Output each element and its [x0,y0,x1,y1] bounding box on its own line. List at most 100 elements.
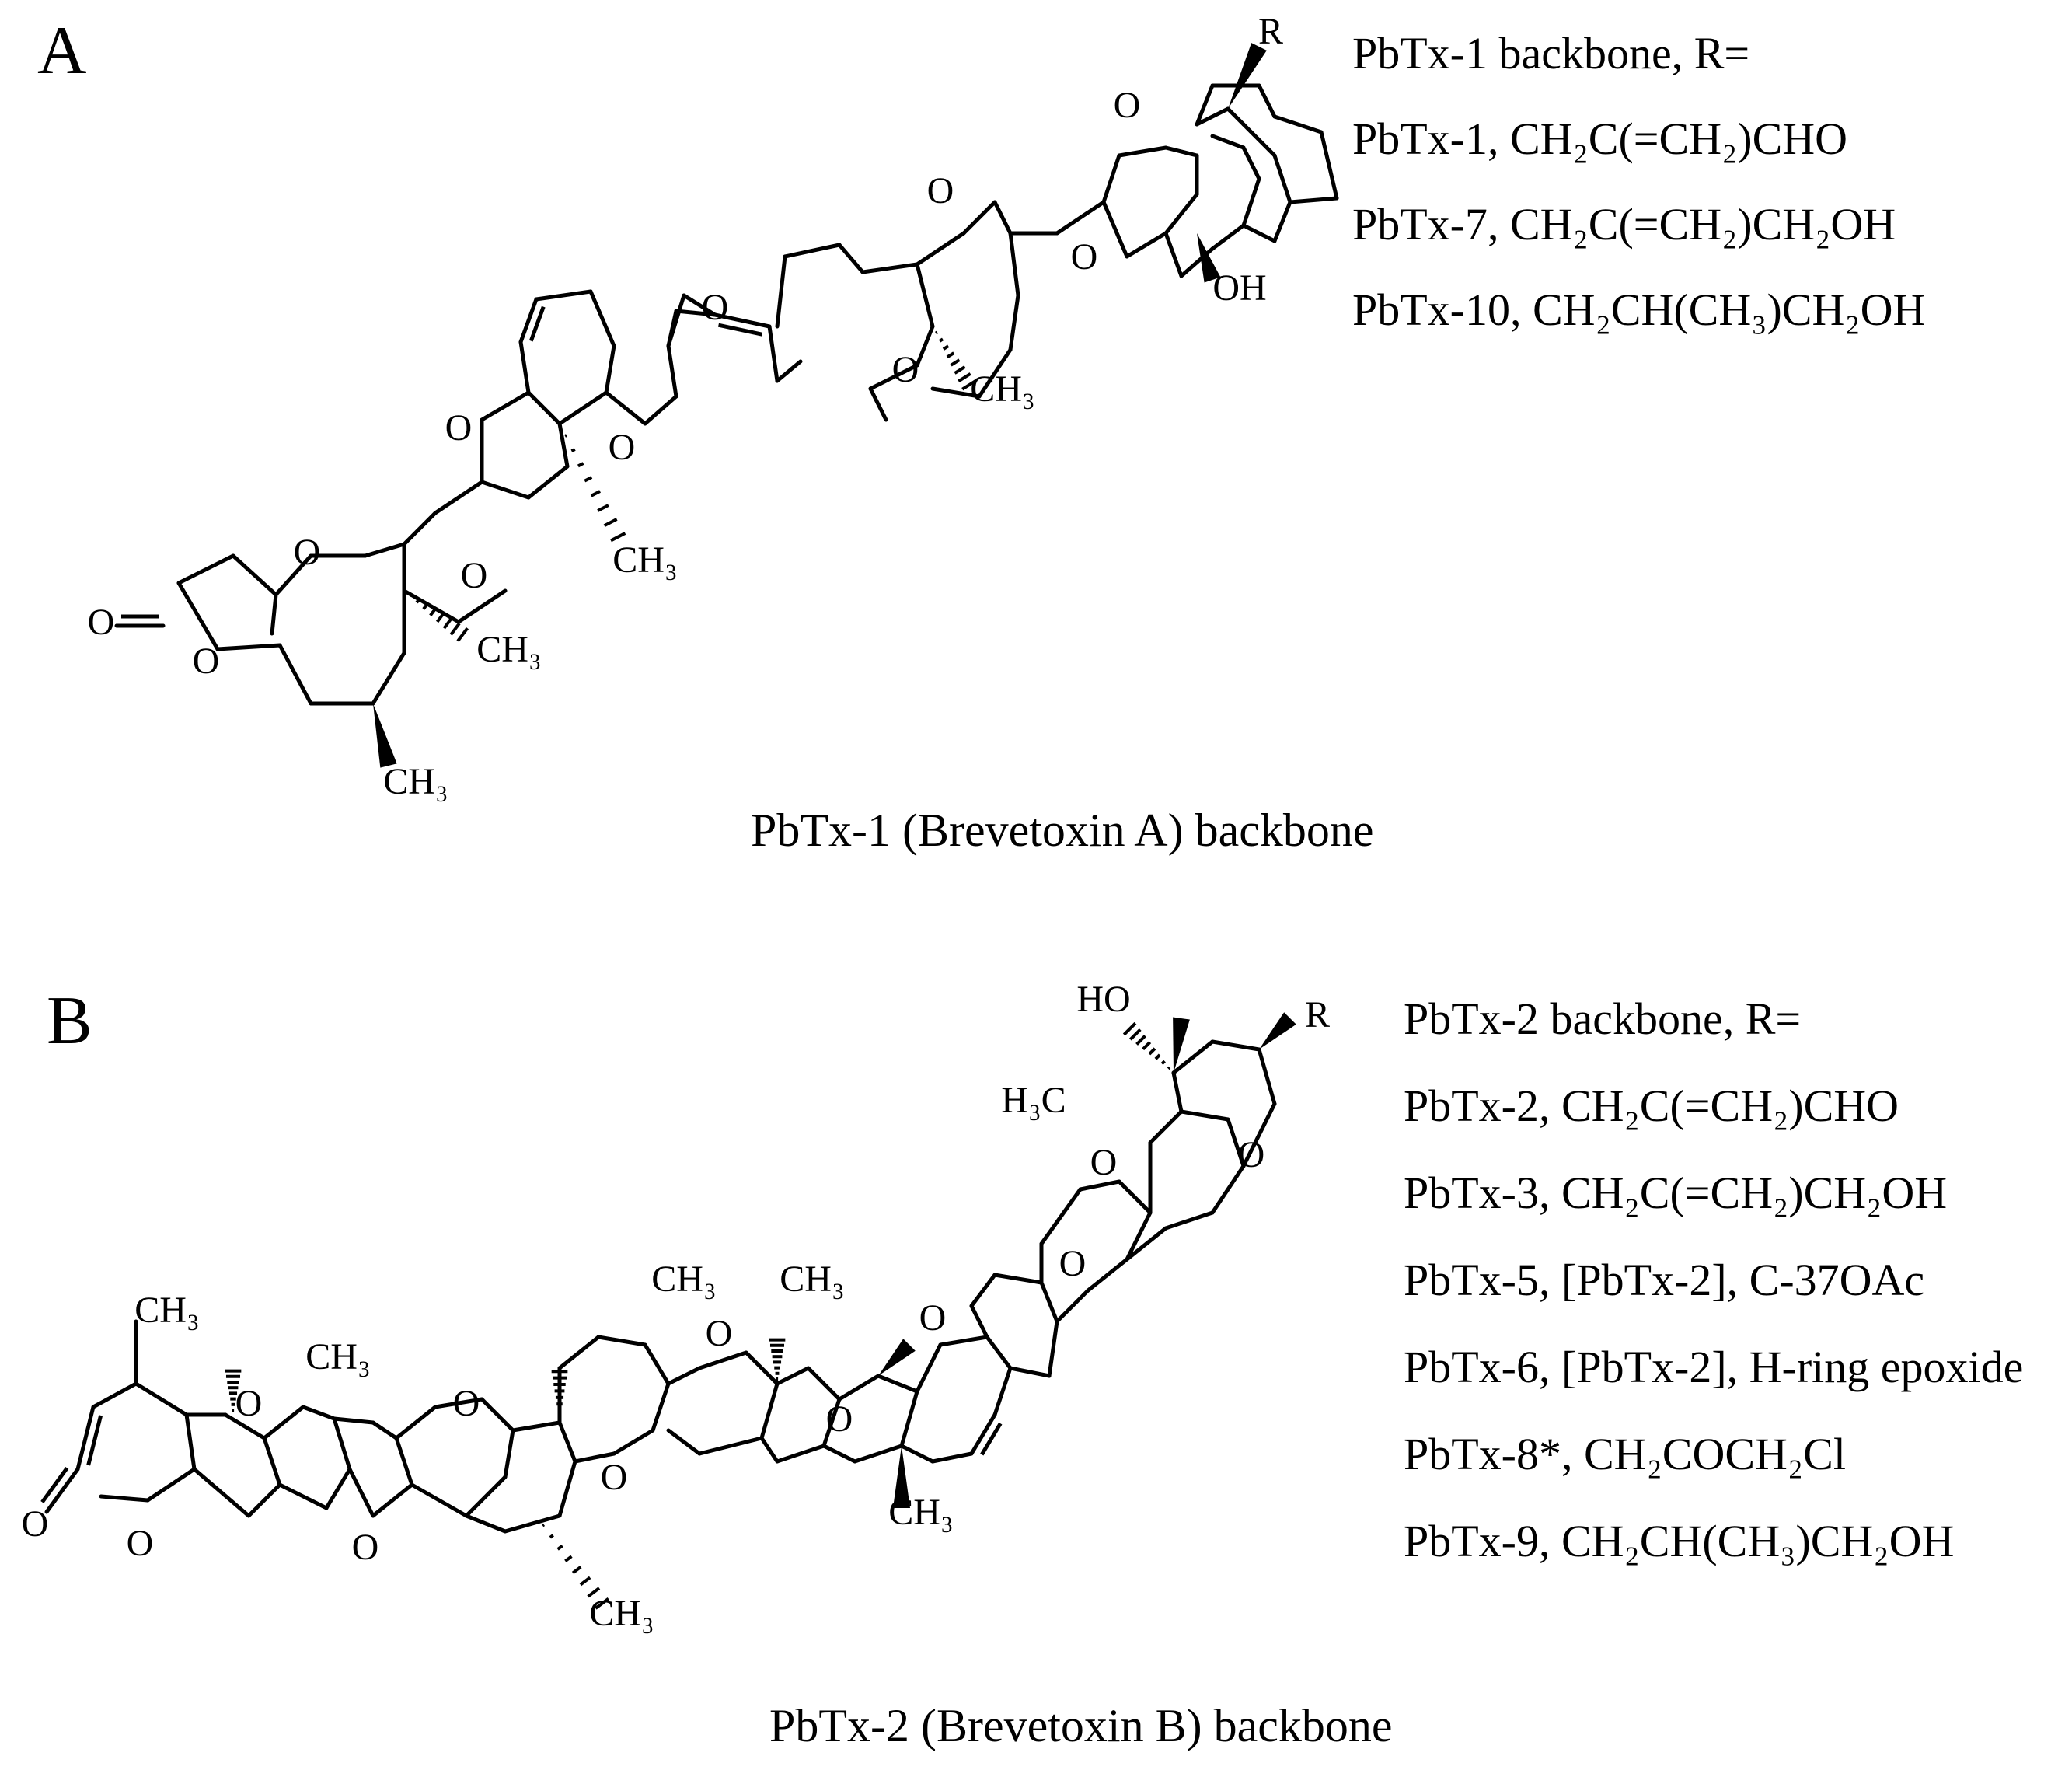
oxygen-label: O [706,1313,733,1354]
bond [347,1467,375,1518]
bond [1163,1210,1215,1231]
bond [394,1405,438,1440]
bond [915,324,935,368]
bond [604,390,647,426]
oxygen-label: O [609,427,636,468]
bond [1117,145,1168,158]
bond [868,386,888,422]
bond [503,1428,515,1479]
methyl-label: CH₃ [589,1593,654,1634]
oxygen-label: O [1071,236,1098,278]
oxygen-label: O [826,1398,853,1440]
panel-a-caption: PbTx-1 (Brevetoxin A) backbone [751,805,1374,856]
bond [301,1405,337,1421]
methyl-label: CH₃ [476,629,541,670]
oxygen-label: O [352,1527,379,1568]
oxygen-label: O [702,287,729,328]
bond [274,553,313,597]
bond [464,1475,508,1518]
bond [145,1467,197,1503]
bond [759,1381,780,1440]
legend-b-pbtx2: PbTx-2, CH₂C(=CH₂)CHO [1404,1081,1899,1131]
double-bond-line [528,305,546,342]
r-group-label: R [1305,994,1330,1035]
bond [666,1428,702,1456]
bond [806,1366,842,1402]
bond [1125,231,1168,259]
bond [775,359,803,383]
bond [557,1420,577,1464]
bond [985,1335,1013,1370]
bond [1272,200,1292,243]
bond [1163,145,1199,158]
bond [666,293,686,348]
bond [371,651,406,706]
bond [371,1482,414,1518]
hashed-bond [422,603,429,610]
wedge-bond [878,1339,916,1376]
bond [480,1397,515,1433]
bond [992,1273,1044,1285]
hashed-bond [603,518,618,528]
double-bond-line [980,1422,1003,1456]
hashed-bond [1142,1041,1152,1051]
hashed-bond [1160,1060,1166,1065]
bond [1086,1257,1129,1293]
hashed-bond [935,330,938,335]
bond [1148,1109,1184,1145]
bond [573,1451,616,1464]
bond [456,588,508,624]
bond [666,344,678,399]
oxygen-label: O [1238,1134,1265,1175]
bond [775,1444,826,1464]
bond [1195,83,1215,127]
hashed-bond [570,448,576,452]
methyl-label: CH₃ [888,1492,953,1533]
hashed-bond [1148,1047,1156,1056]
bond [433,1397,484,1409]
bond [526,464,570,500]
bond [262,1405,305,1440]
bond [526,390,562,426]
legend-a-pbtx7: PbTx-7, CH₂C(=CH₂)CH₂OH [1352,199,1896,250]
bond [1101,200,1129,259]
bond [1226,1117,1246,1168]
bond [215,643,282,651]
bond [277,643,313,706]
oxygen-label: O [294,532,321,573]
panel-b-letter: B [47,983,92,1059]
legend-a-pbtx10: PbTx-10, CH₂CH(CH₃)CH₂OH [1352,285,1926,335]
double-bond-line [40,1466,69,1503]
oxygen-label: O [1090,1142,1118,1183]
bond [503,1513,562,1534]
hydroxyl-label: HO [1076,979,1130,1020]
bond [1163,231,1184,278]
bond [134,1381,189,1417]
bond [837,243,865,274]
bond [480,480,531,500]
bond [759,1436,780,1464]
bond [1272,114,1324,134]
bond [604,344,616,395]
hashed-bond [1154,1053,1161,1060]
bond [1257,1047,1277,1106]
bond [184,1412,197,1472]
bond [332,1416,352,1472]
bond [262,1436,282,1487]
bond [1241,145,1261,181]
bond [837,1374,881,1402]
hashed-bond [549,1534,554,1539]
bond [1039,1280,1059,1324]
bond [969,1412,997,1456]
bond [992,1366,1013,1417]
hashed-bond [961,379,977,391]
hydroxyl-label: OH [1212,267,1266,309]
bond [270,592,278,636]
bond [1210,223,1246,251]
bond [1171,1039,1215,1075]
bond [783,243,842,259]
bond [1008,231,1020,298]
bond [853,1444,904,1464]
wedge-bond [1259,1012,1296,1049]
